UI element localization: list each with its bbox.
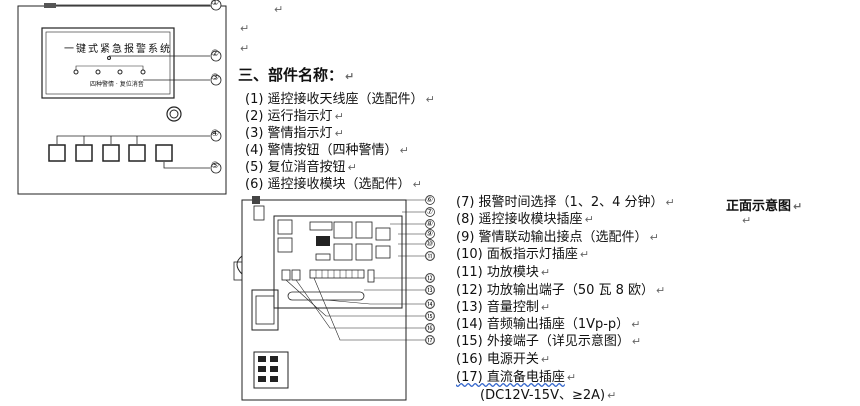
item-6: (6) 遥控接收模块（选配件）↵ — [245, 177, 422, 192]
item-12: (12) 功放输出端子（50 瓦 8 欧）↵ — [456, 283, 666, 298]
board-callout-11: ⑪ — [426, 252, 434, 261]
reset-knob — [166, 106, 182, 122]
alarm-button — [75, 144, 93, 162]
led — [95, 69, 101, 75]
antenna-stub — [44, 3, 56, 8]
terminal-block — [253, 351, 289, 389]
board-callout-10: ⑩ — [426, 239, 434, 248]
item-8: (8) 遥控接收模块插座↵ — [456, 212, 594, 227]
item-4: (4) 警情按钮（四种警情）↵ — [245, 143, 409, 158]
panel-title: 一键式紧急报警系统 — [64, 44, 172, 55]
item-3: (3) 警情指示灯↵ — [245, 126, 344, 141]
pcb — [273, 215, 403, 309]
item-10: (10) 面板指示灯插座↵ — [456, 247, 590, 262]
panel-outline — [17, 5, 227, 195]
item-13: (13) 音量控制↵ — [456, 300, 551, 315]
callout-1: ① — [211, 0, 220, 8]
display-window — [41, 27, 175, 99]
board-callout-7: ⑦ — [426, 207, 434, 216]
callout-5: ⑤ — [211, 161, 220, 171]
board-callout-17: ⑰ — [426, 336, 434, 345]
callout-3: ③ — [211, 73, 220, 83]
led — [73, 69, 79, 75]
item-11: (11) 功放模块↵ — [456, 265, 551, 280]
item-16: (16) 电源开关↵ — [456, 352, 551, 367]
board-callout-9: ⑨ — [426, 229, 434, 238]
board-callout-6: ⑥ — [426, 195, 434, 204]
led — [117, 69, 123, 75]
item-2: (2) 运行指示灯↵ — [245, 109, 344, 124]
item-14: (14) 音频输出插座（1Vp-p）↵ — [456, 317, 641, 332]
item-17: (17) 直流备电插座↵ — [456, 370, 577, 385]
paragraph-mark: ↵ — [742, 214, 752, 227]
item-15: (15) 外接端子（详见示意图）↵ — [456, 334, 642, 349]
transformer — [251, 289, 279, 331]
paragraph-mark: ↵ — [240, 22, 250, 35]
reset-button — [155, 144, 173, 162]
callout-4: ④ — [211, 129, 220, 139]
board-callout-12: ⑫ — [426, 274, 434, 283]
alarm-button — [128, 144, 146, 162]
front-view-caption: 正面示意图↵ — [726, 199, 803, 214]
board-callout-13: ⑬ — [426, 286, 434, 295]
paragraph-mark: ↵ — [240, 42, 250, 55]
item-5: (5) 复位消音按钮↵ — [245, 160, 357, 175]
alarm-button — [48, 144, 66, 162]
callout-2: ② — [211, 49, 220, 59]
item-9: (9) 警情联动输出接点（选配件）↵ — [456, 230, 659, 245]
alarm-button — [102, 144, 120, 162]
board-callout-8: ⑧ — [426, 219, 434, 228]
item-1: (1) 遥控接收天线座（选配件）↵ — [245, 92, 435, 107]
indicator-caption: 四种警情 · 复位消音 — [90, 81, 144, 88]
led — [107, 56, 111, 60]
board-callout-14: ⑭ — [426, 300, 434, 309]
led — [140, 69, 146, 75]
front-panel-diagram — [17, 0, 227, 195]
board-callout-15: ⑮ — [426, 312, 434, 321]
paragraph-mark: ↵ — [274, 3, 284, 16]
section-heading: 三、部件名称：↵ — [238, 66, 355, 84]
board-diagram — [233, 195, 435, 401]
board-callout-16: ⑯ — [426, 324, 434, 333]
item-7: (7) 报警时间选择（1、2、4 分钟）↵ — [456, 195, 675, 210]
item-17-spec: (DC12V-15V、≥2A)↵ — [480, 388, 617, 403]
